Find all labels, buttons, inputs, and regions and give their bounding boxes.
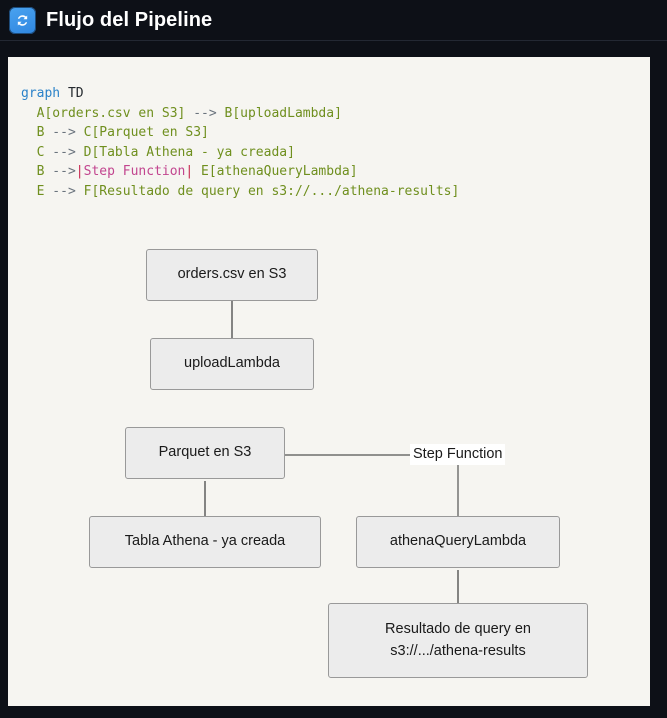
code-ref-b2: B — [36, 164, 45, 180]
diagram-node-upload-lambda[interactable]: uploadLambda — [150, 338, 314, 390]
node-label-line-2: s3://.../athena-results — [390, 642, 526, 659]
code-direction: TD — [60, 86, 84, 101]
edge-label-step-function: Step Function — [410, 444, 506, 465]
node-label: orders.csv en S3 — [177, 266, 287, 283]
code-ref-c: C — [36, 144, 45, 160]
code-ref-b: B — [36, 125, 45, 141]
code-arrow-5: --> — [44, 183, 84, 199]
diagram-node-athena-query-lambda[interactable]: athenaQueryLambda — [356, 516, 560, 568]
node-label: uploadLambda — [184, 355, 280, 372]
mermaid-code: graph TD A[orders.csv en S3] --> B[uploa… — [21, 86, 459, 199]
node-label-line-1: Resultado de query en — [385, 621, 531, 638]
code-arrow-3: --> — [44, 144, 84, 160]
code-node-a: A[orders.csv en S3] — [36, 105, 186, 121]
node-label: Tabla Athena - ya creada — [124, 533, 286, 550]
diagram-node-orders-csv[interactable]: orders.csv en S3 — [146, 249, 318, 301]
code-node-b: B[uploadLambda] — [224, 105, 342, 121]
code-node-f: F[Resultado de query en s3://.../athena-… — [83, 183, 460, 199]
app-header: Flujo del Pipeline — [0, 0, 667, 41]
node-label: Parquet en S3 — [158, 444, 252, 461]
sync-refresh-icon — [9, 6, 36, 34]
code-keyword-graph: graph — [21, 86, 61, 101]
diagram-node-parquet-s3[interactable]: Parquet en S3 — [125, 427, 285, 479]
code-arrow-1: --> — [185, 105, 225, 121]
code-node-d: D[Tabla Athena - ya creada] — [83, 144, 295, 160]
diagram-node-tabla-athena[interactable]: Tabla Athena - ya creada — [89, 516, 321, 568]
code-pipe-close: | — [185, 164, 194, 180]
code-pipe-open: | — [75, 164, 84, 180]
code-edge-label: Step Function — [83, 164, 186, 180]
node-label: athenaQueryLambda — [389, 533, 527, 550]
code-node-e: E[athenaQueryLambda] — [193, 164, 358, 180]
pipeline-flow-diagram: orders.csv en S3 uploadLambda Parquet en… — [8, 57, 650, 706]
code-arrow-4: --> — [44, 164, 76, 180]
mermaid-code-block: graph TD A[orders.csv en S3] --> B[uploa… — [21, 84, 459, 202]
code-node-c: C[Parquet en S3] — [83, 125, 209, 141]
code-arrow-2: --> — [44, 125, 84, 141]
diagram-node-resultado-query[interactable]: Resultado de query en s3://.../athena-re… — [328, 603, 588, 678]
page-title: Flujo del Pipeline — [46, 9, 213, 31]
code-ref-e: E — [36, 183, 45, 199]
content-panel: graph TD A[orders.csv en S3] --> B[uploa… — [8, 57, 650, 706]
